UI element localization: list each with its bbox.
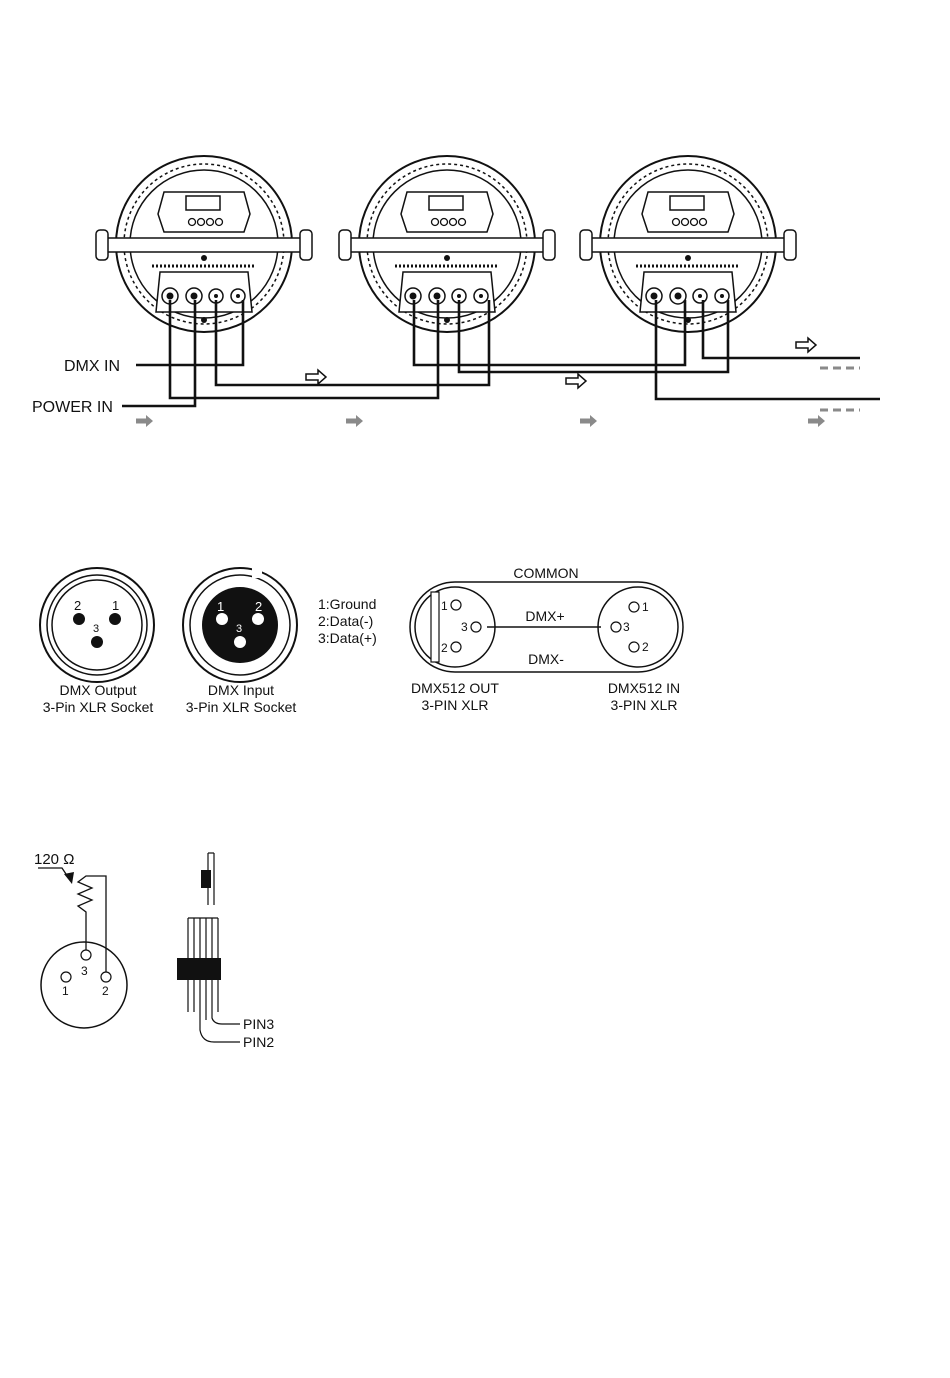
terminator-side-view: PIN3 PIN2 bbox=[177, 853, 274, 1050]
term-pin-label: 2 bbox=[102, 984, 109, 998]
term-pin-label: 3 bbox=[81, 964, 88, 978]
pin2-label: PIN2 bbox=[243, 1034, 274, 1050]
dmx-plus-label: DMX+ bbox=[525, 608, 564, 624]
xlr-output-socket: 2 1 3 bbox=[40, 568, 154, 682]
fixture-2 bbox=[339, 156, 555, 332]
input-socket-title: DMX Input bbox=[208, 682, 274, 698]
pin-legend-data-plus: 3:Data(+) bbox=[318, 630, 377, 646]
flow-arrow-icon bbox=[566, 374, 586, 388]
dmx-in-title: DMX512 IN bbox=[608, 680, 680, 696]
power-arrow-icon bbox=[346, 415, 363, 427]
pin-legend-data-minus: 2:Data(-) bbox=[318, 613, 373, 629]
output-pin-label: 3 bbox=[93, 623, 99, 635]
input-pin-label: 3 bbox=[236, 623, 242, 635]
resistor-value-label: 120 Ω bbox=[34, 851, 74, 868]
common-label: COMMON bbox=[513, 565, 578, 581]
daisy-chain-diagram: DMX IN POWER IN bbox=[32, 156, 880, 427]
output-pin-label: 2 bbox=[74, 598, 81, 613]
fixture-3 bbox=[580, 156, 796, 332]
dmx-cable-diagram: 1 3 2 1 3 2 COMMON DMX+ DMX- bbox=[410, 565, 683, 672]
dmx-out-subtitle: 3-PIN XLR bbox=[422, 697, 489, 713]
xlr-input-socket: 1 2 3 bbox=[183, 568, 297, 682]
input-pin-label: 2 bbox=[255, 599, 262, 614]
dmx-in-subtitle: 3-PIN XLR bbox=[611, 697, 678, 713]
flow-arrow-icon bbox=[796, 338, 816, 352]
in-pin-label: 1 bbox=[642, 600, 649, 614]
flow-arrow-icon bbox=[306, 370, 326, 384]
dmx-out-title: DMX512 OUT bbox=[411, 680, 499, 696]
term-pin-label: 1 bbox=[62, 984, 69, 998]
fixture-1 bbox=[96, 156, 312, 332]
pin-legend-ground: 1:Ground bbox=[318, 596, 376, 612]
power-arrow-icon bbox=[808, 415, 825, 427]
pin3-label: PIN3 bbox=[243, 1016, 274, 1032]
output-socket-title: DMX Output bbox=[59, 682, 136, 698]
out-pin-label: 2 bbox=[441, 641, 448, 655]
output-pin-label: 1 bbox=[112, 598, 119, 613]
power-arrow-icon bbox=[580, 415, 597, 427]
input-pin-label: 1 bbox=[217, 599, 224, 614]
out-pin-label: 3 bbox=[461, 620, 468, 634]
terminator-connector: 3 1 2 120 Ω bbox=[34, 851, 127, 1028]
output-socket-subtitle: 3-Pin XLR Socket bbox=[43, 699, 154, 715]
input-socket-subtitle: 3-Pin XLR Socket bbox=[186, 699, 297, 715]
in-pin-label: 2 bbox=[642, 640, 649, 654]
out-pin-label: 1 bbox=[441, 599, 448, 613]
power-in-label: POWER IN bbox=[32, 399, 113, 416]
power-arrow-icon bbox=[136, 415, 153, 427]
dmx-minus-label: DMX- bbox=[528, 651, 564, 667]
dmx-in-label: DMX IN bbox=[64, 358, 120, 375]
in-pin-label: 3 bbox=[623, 620, 630, 634]
